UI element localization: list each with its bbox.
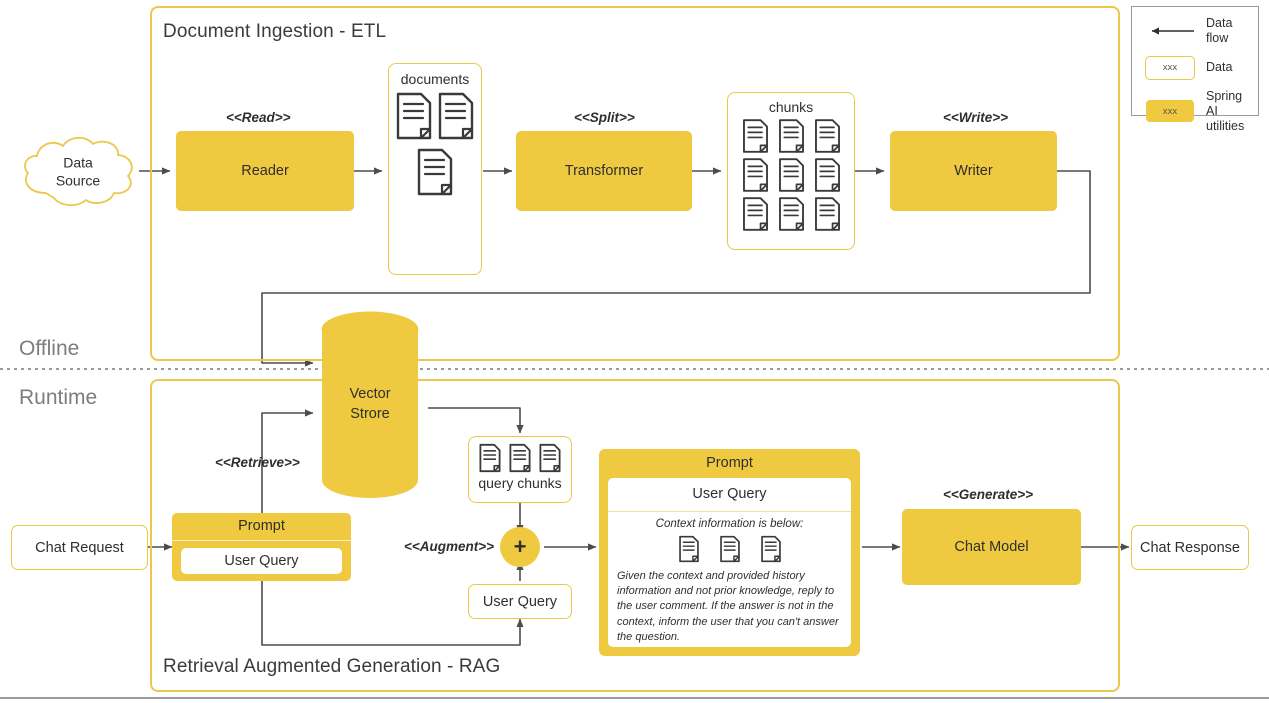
vector-store-node[interactable]: Vector Strore xyxy=(320,310,420,500)
augment-node[interactable]: + xyxy=(500,527,540,567)
offline-runtime-divider xyxy=(0,368,1269,370)
legend-row: xxx Spring AI utilities xyxy=(1142,89,1248,135)
prompt-big-instruction: Given the context and provided history i… xyxy=(617,570,839,643)
document-icon xyxy=(539,443,561,473)
document-icon xyxy=(814,197,840,231)
cloud-icon xyxy=(24,136,133,206)
query-chunks-collection[interactable]: query chunks xyxy=(468,436,572,503)
document-icon xyxy=(778,158,804,192)
document-icon xyxy=(814,119,840,153)
documents-icon-grid xyxy=(389,91,481,197)
prompt-small-node[interactable]: Prompt User Query xyxy=(172,513,351,581)
legend-arrow-key xyxy=(1142,25,1198,37)
data-source-line1: Data xyxy=(63,154,93,171)
prompt-big-context-label: Context information is below: xyxy=(655,518,804,530)
legend-row: xxx Data xyxy=(1142,55,1248,80)
prompt-small-body: User Query xyxy=(172,541,351,581)
augment-stereotype: <<Augment>> xyxy=(404,539,495,554)
legend-data-key: xxx xyxy=(1142,55,1198,80)
document-icon xyxy=(678,535,699,563)
chunks-caption: chunks xyxy=(768,99,814,115)
prompt-big-header: Prompt xyxy=(706,455,753,471)
document-icon xyxy=(778,119,804,153)
data-source-node[interactable]: Data Source xyxy=(16,133,140,211)
data-source-label: Data Source xyxy=(16,154,140,191)
legend-row: Data flow xyxy=(1142,16,1248,47)
documents-collection[interactable]: documents xyxy=(388,63,482,275)
document-icon xyxy=(438,92,474,140)
prompt-big-user-query: User Query xyxy=(608,478,851,512)
writer-node[interactable]: Writer xyxy=(890,131,1057,211)
legend-panel: Data flow xxx Data xxx Spring AI utiliti… xyxy=(1131,6,1259,133)
data-box-icon: xxx xyxy=(1145,55,1195,80)
document-icon xyxy=(396,92,432,140)
transformer-node[interactable]: Transformer xyxy=(516,131,692,211)
prompt-small-header: Prompt xyxy=(172,513,351,541)
legend-label: Data xyxy=(1206,59,1233,74)
document-icon xyxy=(760,535,781,563)
bottom-divider xyxy=(0,697,1269,699)
legend-label: Data flow xyxy=(1206,16,1233,46)
vector-store-line2: Strore xyxy=(350,405,390,422)
read-stereotype: <<Read>> xyxy=(226,110,291,125)
document-icon xyxy=(509,443,531,473)
database-cylinder-icon xyxy=(321,311,419,498)
document-icon xyxy=(742,119,768,153)
prompt-big-icon-row xyxy=(608,533,851,567)
rag-group-title: Retrieval Augmented Generation - RAG xyxy=(163,656,501,677)
write-stereotype: <<Write>> xyxy=(943,110,1009,125)
vector-store-line1: Vector xyxy=(349,386,391,402)
query-chunks-icon-grid xyxy=(469,443,571,473)
vector-store-label: Vector Strore xyxy=(320,385,420,424)
document-icon xyxy=(778,197,804,231)
document-icon xyxy=(417,148,453,196)
offline-phase-label: Offline xyxy=(19,337,80,360)
rag-group-container xyxy=(150,379,1120,692)
runtime-phase-label: Runtime xyxy=(19,386,98,409)
legend-utility-key: xxx xyxy=(1142,100,1198,123)
chat-model-node[interactable]: Chat Model xyxy=(902,509,1081,585)
chat-request-node[interactable]: Chat Request xyxy=(11,525,148,570)
data-source-line2: Source xyxy=(55,173,101,189)
query-chunks-caption: query chunks xyxy=(478,475,562,491)
etl-group-title: Document Ingestion - ETL xyxy=(163,21,387,42)
document-icon xyxy=(814,158,840,192)
document-icon xyxy=(742,197,768,231)
document-icon xyxy=(479,443,501,473)
documents-caption: documents xyxy=(400,71,470,87)
prompt-small-user-query: User Query xyxy=(181,548,342,574)
legend-label: Spring AI utilities xyxy=(1206,88,1245,134)
arrow-icon xyxy=(1152,27,1194,35)
generate-stereotype: <<Generate>> xyxy=(943,487,1034,502)
document-icon xyxy=(719,535,740,563)
chunks-icon-grid xyxy=(735,118,847,232)
chat-response-node[interactable]: Chat Response xyxy=(1131,525,1249,570)
reader-node[interactable]: Reader xyxy=(176,131,354,211)
utility-box-icon: xxx xyxy=(1146,100,1194,123)
etl-group-container xyxy=(150,6,1120,361)
chunks-collection[interactable]: chunks xyxy=(727,92,855,250)
prompt-big-inner: User Query Context information is below: xyxy=(608,478,851,647)
user-query-node[interactable]: User Query xyxy=(468,584,572,619)
split-stereotype: <<Split>> xyxy=(574,110,635,125)
prompt-big-node[interactable]: Prompt User Query Context information is… xyxy=(599,449,860,656)
retrieve-stereotype: <<Retrieve>> xyxy=(215,455,300,470)
document-icon xyxy=(742,158,768,192)
